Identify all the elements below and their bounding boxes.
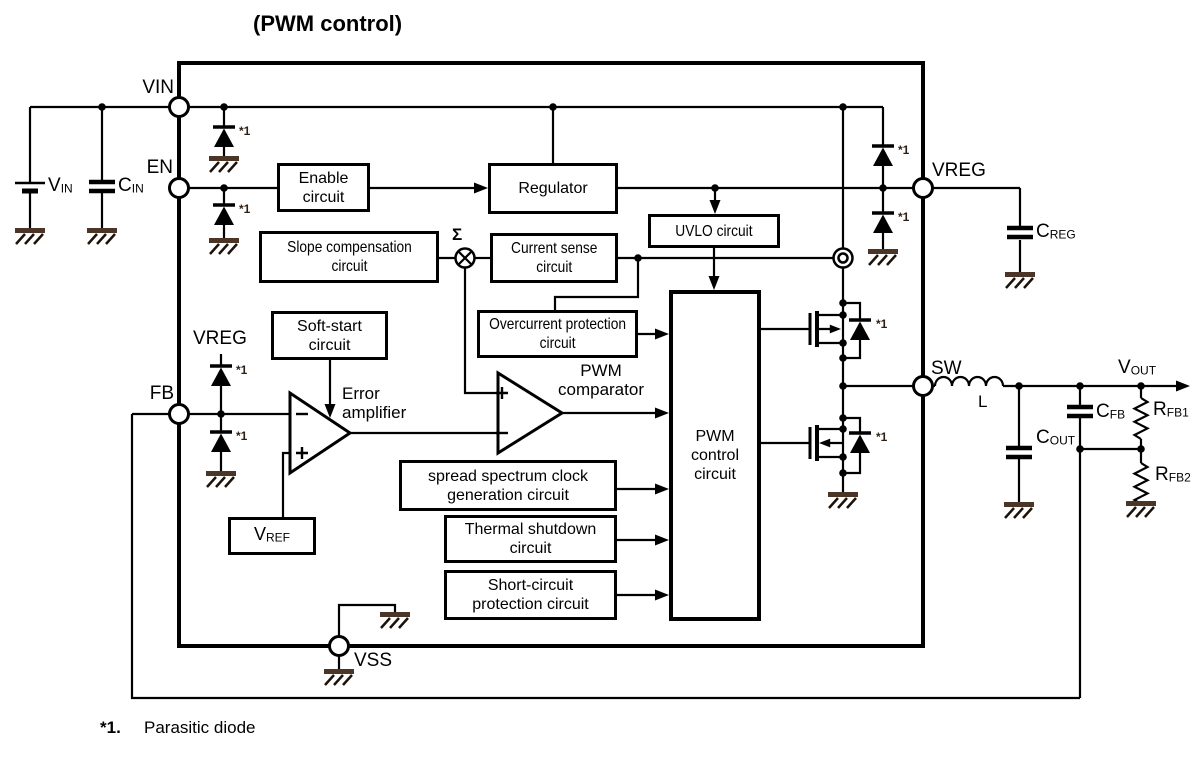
marker-parasitic-8: *1 [876, 430, 888, 444]
vreg-pin-icon [912, 177, 934, 199]
wire-layer [28, 105, 1178, 700]
vin-source-symbol [15, 181, 45, 194]
en-pin-icon [168, 177, 190, 199]
fb-pin-icon [168, 403, 190, 425]
marker-parasitic-4: *1 [236, 429, 248, 443]
marker-parasitic-3: *1 [236, 363, 248, 377]
double-circle-node-icon [832, 247, 854, 269]
pin-label-vin: VIN [142, 77, 174, 98]
footnote-marker: *1. [100, 718, 121, 737]
marker-parasitic-7: *1 [876, 317, 888, 331]
label-creg: CREG [1036, 221, 1076, 242]
ic-boundary [177, 61, 925, 648]
label-cfb: CFB [1096, 401, 1126, 422]
label-cout: COUT [1036, 427, 1076, 448]
block-regulator: Regulator [488, 163, 618, 214]
label-cin: CIN [118, 175, 144, 196]
sw-pin-icon [912, 375, 934, 397]
block-uvlo: UVLO circuit [648, 214, 780, 248]
capacitor-symbols [89, 179, 1093, 460]
marker-parasitic-1: *1 [239, 124, 251, 138]
vss-pin-icon [328, 635, 350, 657]
marker-parasitic-5: *1 [898, 143, 910, 157]
label-vin-source: VIN [48, 175, 73, 196]
pwm-comparator-symbol [496, 370, 565, 456]
label-rfb2: RFB2 [1155, 464, 1191, 485]
vin-pin-icon [168, 96, 190, 118]
pin-label-en: EN [146, 157, 173, 178]
pin-label-vss: VSS [354, 650, 393, 671]
marker-parasitic-6: *1 [898, 210, 910, 224]
pin-circles [168, 96, 934, 657]
pin-label-fb: FB [149, 383, 174, 404]
pin-label-vreg: VREG [932, 160, 986, 181]
block-vref: VREF [228, 517, 316, 555]
footnote-text: Parasitic diode [144, 718, 256, 737]
pin-label-sw: SW [931, 358, 962, 379]
junction-dots [98, 103, 1145, 477]
opamp-signs [296, 387, 508, 459]
label-sigma: Σ [452, 225, 463, 244]
page-title: (PWM control) [253, 11, 403, 36]
label-vout: VOUT [1118, 357, 1157, 378]
error-amplifier-symbol [288, 390, 353, 476]
marker-parasitic-2: *1 [239, 202, 251, 216]
sigma-adder-icon [454, 247, 476, 269]
label-vreg-internal: VREG [193, 328, 247, 349]
label-inductor: L [978, 392, 988, 411]
label-rfb1: RFB1 [1153, 399, 1189, 420]
